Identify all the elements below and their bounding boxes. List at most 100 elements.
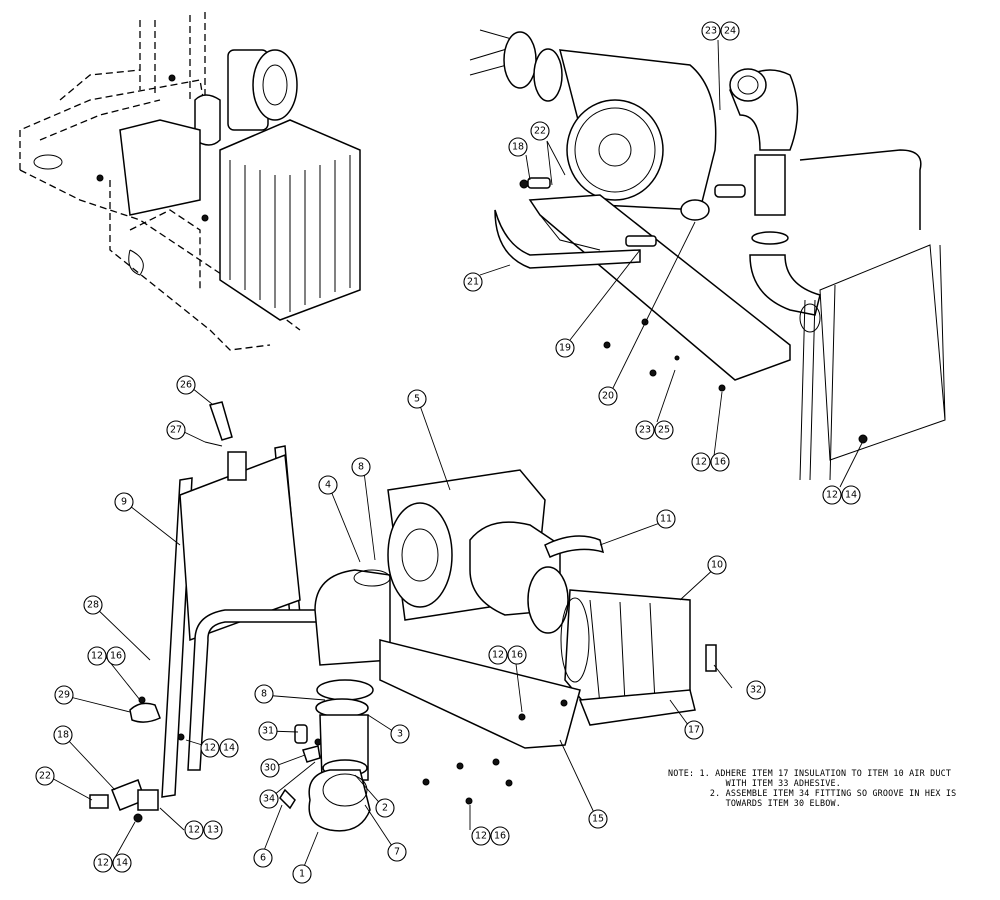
note-line-4: TOWARDS ITEM 30 ELBOW. xyxy=(668,798,841,808)
callout-6: 6 xyxy=(253,848,273,868)
svg-text:25: 25 xyxy=(658,425,670,436)
assembly-notes: NOTE: 1. ADHERE ITEM 17 INSULATION TO IT… xyxy=(668,768,998,808)
callout-13: 13 xyxy=(203,820,223,840)
callout-12-b-b: 12 xyxy=(488,645,508,665)
svg-text:16: 16 xyxy=(110,651,122,662)
svg-text:3: 3 xyxy=(397,729,403,740)
callout-34: 34 xyxy=(259,789,279,809)
top-right-exploded-view xyxy=(469,29,946,481)
callout-18-b: 18 xyxy=(53,725,73,745)
svg-text:34: 34 xyxy=(263,794,275,805)
svg-text:12: 12 xyxy=(97,858,109,869)
svg-text:32: 32 xyxy=(750,685,762,696)
svg-text:14: 14 xyxy=(116,858,128,869)
callout-24: 24 xyxy=(720,21,740,41)
svg-text:19: 19 xyxy=(559,343,571,354)
svg-text:11: 11 xyxy=(660,514,672,525)
note-line-3: 2. ASSEMBLE ITEM 34 FITTING SO GROOVE IN… xyxy=(668,788,957,798)
svg-text:1: 1 xyxy=(299,869,305,880)
callout-16-b-b: 16 xyxy=(507,645,527,665)
callout-16-b-c: 16 xyxy=(490,826,510,846)
callout-12-tr-b: 12 xyxy=(822,485,842,505)
svg-text:18: 18 xyxy=(57,730,69,741)
svg-text:22: 22 xyxy=(39,771,51,782)
callout-22-b: 22 xyxy=(35,766,55,786)
callout-21: 21 xyxy=(463,272,483,292)
callout-18: 18 xyxy=(508,137,528,157)
svg-text:15: 15 xyxy=(592,814,604,825)
callout-14-b-b: 14 xyxy=(112,853,132,873)
svg-text:7: 7 xyxy=(394,847,400,858)
callout-10: 10 xyxy=(707,555,727,575)
svg-text:26: 26 xyxy=(180,380,192,391)
svg-text:4: 4 xyxy=(325,480,331,491)
svg-text:29: 29 xyxy=(58,690,70,701)
svg-text:24: 24 xyxy=(724,26,736,37)
bottom-assembly-view xyxy=(89,401,717,832)
svg-text:12: 12 xyxy=(695,457,707,468)
svg-text:12: 12 xyxy=(91,651,103,662)
callout-3: 3 xyxy=(390,724,410,744)
svg-text:20: 20 xyxy=(602,391,614,402)
callout-12-b-a: 12 xyxy=(87,646,107,666)
svg-text:23: 23 xyxy=(639,425,651,436)
svg-text:12: 12 xyxy=(826,490,838,501)
note-line-2: WITH ITEM 33 ADHESIVE. xyxy=(668,778,841,788)
svg-text:30: 30 xyxy=(264,763,276,774)
svg-text:2: 2 xyxy=(382,803,388,814)
callout-7: 7 xyxy=(387,842,407,862)
callout-31: 31 xyxy=(258,721,278,741)
callout-26: 26 xyxy=(176,375,196,395)
svg-text:13: 13 xyxy=(207,825,219,836)
svg-text:9: 9 xyxy=(121,497,127,508)
callout-25: 25 xyxy=(654,420,674,440)
callout-29: 29 xyxy=(54,685,74,705)
svg-text:14: 14 xyxy=(223,743,235,754)
callout-30: 30 xyxy=(260,758,280,778)
callout-16-b-a: 16 xyxy=(106,646,126,666)
callout-17: 17 xyxy=(684,720,704,740)
callout-1: 1 xyxy=(292,864,312,884)
callout-12-b-e: 12 xyxy=(471,826,491,846)
callout-23b: 23 xyxy=(635,420,655,440)
svg-text:21: 21 xyxy=(467,277,479,288)
svg-text:10: 10 xyxy=(711,560,723,571)
svg-text:28: 28 xyxy=(87,600,99,611)
svg-text:12: 12 xyxy=(475,831,487,842)
svg-text:12: 12 xyxy=(492,650,504,661)
callout-2: 2 xyxy=(375,798,395,818)
callout-23: 23 xyxy=(701,21,721,41)
callout-8-b: 8 xyxy=(254,684,274,704)
callout-5: 5 xyxy=(407,389,427,409)
callout-8-a: 8 xyxy=(351,457,371,477)
svg-text:27: 27 xyxy=(170,425,182,436)
callout-4: 4 xyxy=(318,475,338,495)
callout-16-tr: 16 xyxy=(710,452,730,472)
svg-text:16: 16 xyxy=(494,831,506,842)
callout-9: 9 xyxy=(114,492,134,512)
callout-27: 27 xyxy=(166,420,186,440)
svg-text:31: 31 xyxy=(262,726,274,737)
callout-12-b-c: 12 xyxy=(200,738,220,758)
svg-text:18: 18 xyxy=(512,142,524,153)
svg-text:6: 6 xyxy=(260,853,266,864)
vehicle-context-view xyxy=(19,12,361,351)
callout-19: 19 xyxy=(555,338,575,358)
svg-text:16: 16 xyxy=(511,650,523,661)
callout-12-b-d: 12 xyxy=(184,820,204,840)
note-line-1: NOTE: 1. ADHERE ITEM 17 INSULATION TO IT… xyxy=(668,768,952,778)
callout-11: 11 xyxy=(656,509,676,529)
svg-text:22: 22 xyxy=(534,126,546,137)
svg-text:16: 16 xyxy=(714,457,726,468)
callout-15: 15 xyxy=(588,809,608,829)
callout-balloons: 23 24 22 18 21 19 20 23 25 12 16 12 14 2… xyxy=(35,21,861,884)
svg-text:14: 14 xyxy=(845,490,857,501)
callout-20: 20 xyxy=(598,386,618,406)
svg-text:17: 17 xyxy=(688,725,700,736)
callout-22: 22 xyxy=(530,121,550,141)
svg-text:8: 8 xyxy=(261,689,267,700)
callout-12-b-f: 12 xyxy=(93,853,113,873)
svg-text:12: 12 xyxy=(204,743,216,754)
callout-28: 28 xyxy=(83,595,103,615)
